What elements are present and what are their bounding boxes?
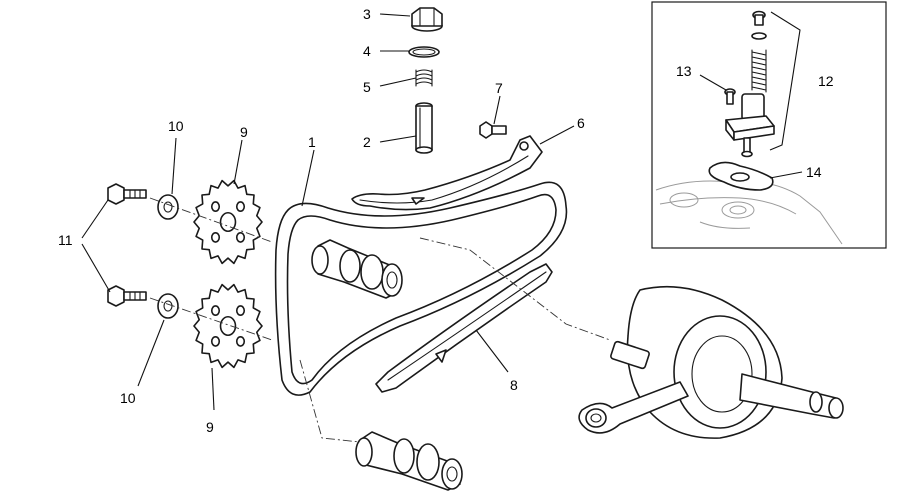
tensioner-inset — [651, 1, 887, 249]
sprocket-washer-lower — [157, 293, 179, 319]
tensioner-cap-screw — [752, 10, 766, 26]
sprocket-bolt-upper — [107, 183, 147, 205]
intake-camshaft — [355, 431, 463, 491]
callout-7: 7 — [495, 80, 503, 96]
tensioner-body — [725, 93, 775, 158]
tensioner-slider — [351, 135, 543, 211]
tensioner-washer — [751, 32, 767, 40]
callout-2: 2 — [363, 134, 371, 150]
callout-14: 14 — [806, 164, 822, 180]
callout-8: 8 — [510, 377, 518, 393]
sprocket-bolt-lower — [107, 285, 147, 307]
o-ring — [408, 46, 440, 58]
callout-9-lower: 9 — [206, 419, 214, 435]
chain-tensioner-plug — [411, 7, 443, 32]
tensioner-small-screw — [724, 88, 736, 105]
exhaust-camshaft — [311, 239, 403, 299]
leader-lines — [81, 13, 803, 411]
callout-4: 4 — [363, 43, 371, 59]
callout-9-upper: 9 — [240, 124, 248, 140]
fixed-chain-guide — [375, 263, 553, 393]
callout-13: 13 — [676, 63, 692, 79]
callout-5: 5 — [363, 79, 371, 95]
callout-12: 12 — [818, 73, 834, 89]
assembly-axes — [149, 197, 611, 443]
callout-3: 3 — [363, 6, 371, 22]
sprocket-washer-upper — [157, 194, 179, 220]
camshaft-sprocket-upper — [193, 179, 263, 265]
callout-10-lower: 10 — [120, 390, 136, 406]
tensioner-spring — [751, 49, 767, 93]
slider-pivot-bolt — [479, 121, 507, 139]
tensioner-gasket — [708, 161, 774, 191]
callout-11: 11 — [58, 232, 73, 248]
crankshaft — [578, 285, 844, 439]
camshaft-sprocket-lower — [193, 283, 263, 369]
callout-10-upper: 10 — [168, 118, 184, 134]
callout-labels: 3 4 5 2 1 7 6 8 9 9 10 10 11 12 13 14 — [58, 6, 834, 435]
plunger-spring — [415, 69, 433, 87]
callout-1: 1 — [308, 134, 316, 150]
timing-chain — [274, 181, 568, 396]
tensioner-plunger — [415, 102, 433, 154]
callout-6: 6 — [577, 115, 585, 131]
